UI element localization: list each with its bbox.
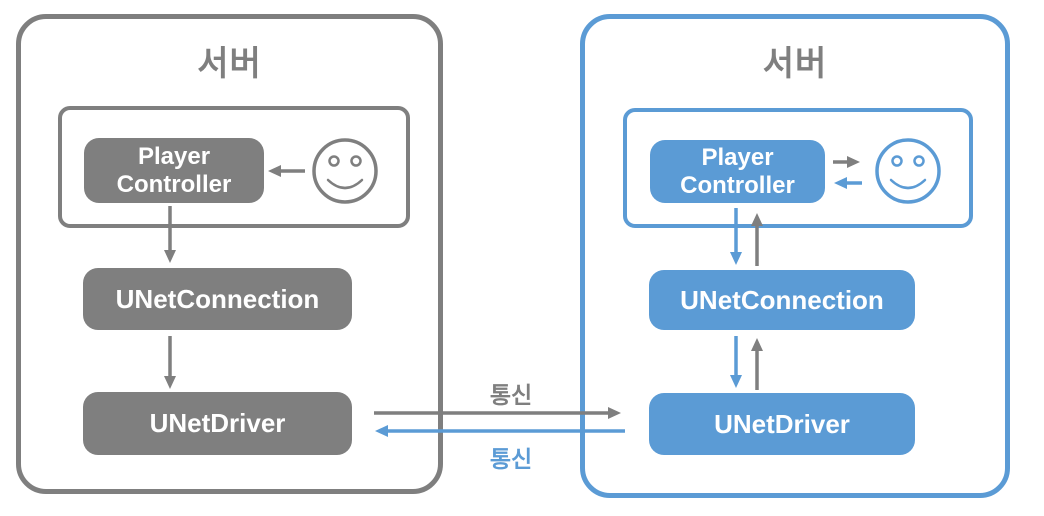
node-label: UNetConnection	[680, 284, 884, 315]
node-label: Player	[701, 143, 774, 171]
node-player-controller-right: Player Controller	[650, 140, 825, 203]
server-box-right	[580, 14, 1010, 498]
server-title-left: 서버	[197, 45, 262, 83]
node-unet-connection-left: UNetConnection	[83, 268, 352, 330]
node-unet-connection-right: UNetConnection	[649, 270, 915, 330]
node-label: UNetConnection	[115, 283, 320, 314]
comm-label-right-to-left: 통신	[489, 446, 533, 472]
node-unet-driver-right: UNetDriver	[649, 393, 915, 455]
node-player-controller-left: Player Controller	[84, 138, 264, 203]
node-label: UNetDriver	[714, 408, 850, 439]
node-label: Controller	[680, 171, 795, 199]
comm-label-left-to-right: 통신	[489, 382, 533, 408]
node-label: Player	[137, 142, 211, 170]
node-unet-driver-left: UNetDriver	[83, 392, 352, 455]
node-label: UNetDriver	[149, 408, 286, 438]
server-title-right: 서버	[762, 45, 828, 83]
node-label: Controller	[116, 170, 232, 198]
